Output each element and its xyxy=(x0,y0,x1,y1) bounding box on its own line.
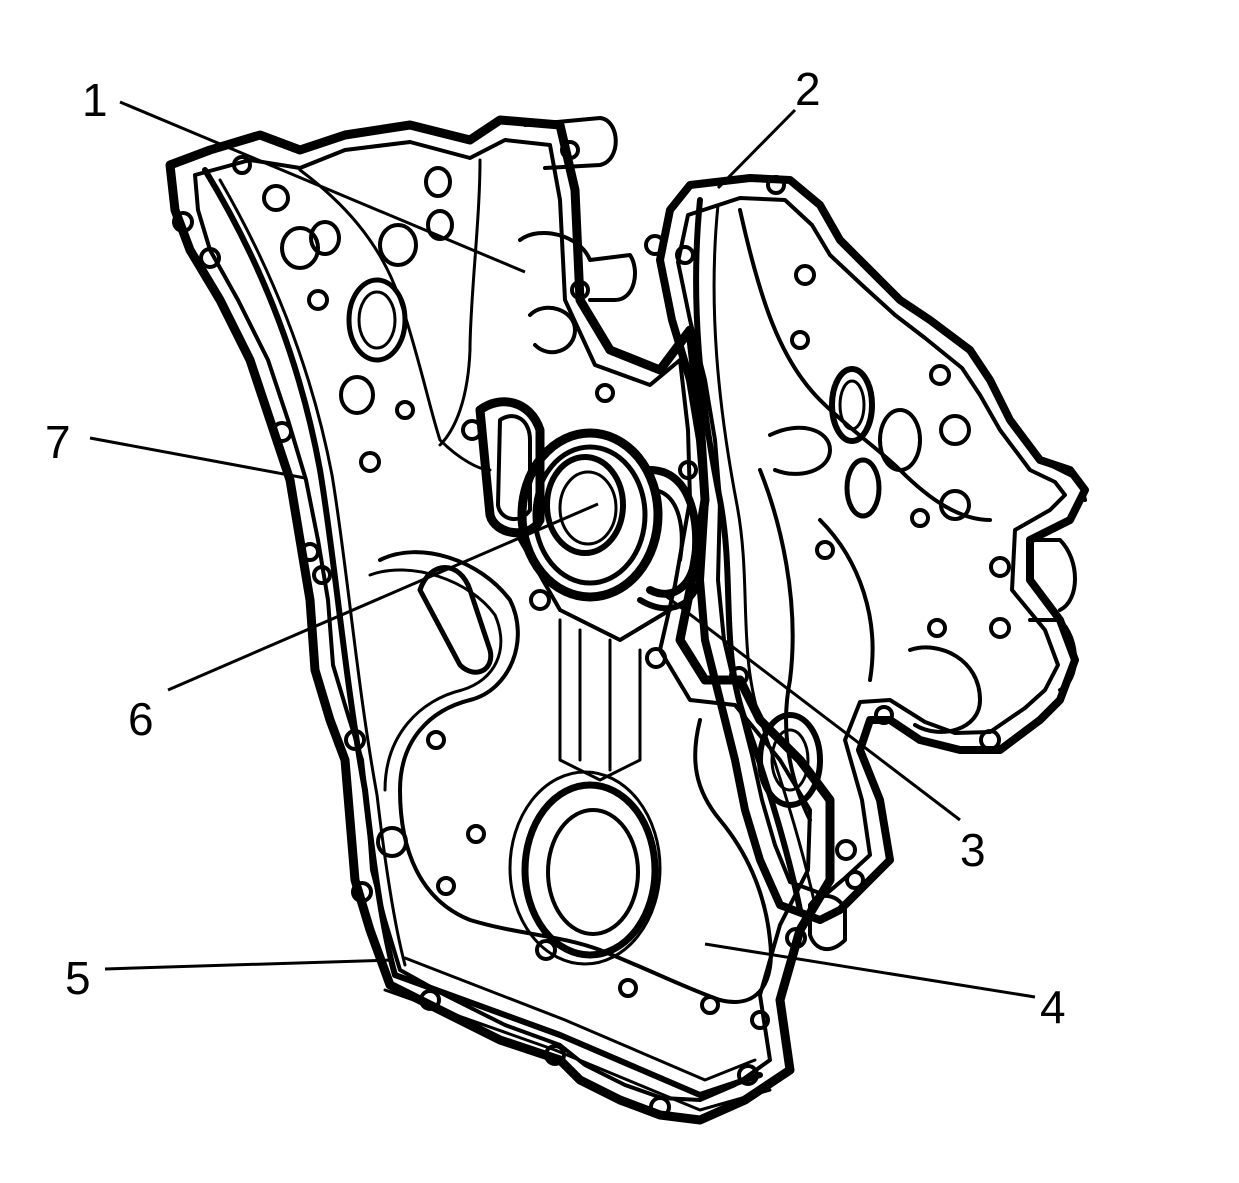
leader-5 xyxy=(104,958,393,971)
callout-7: 7 xyxy=(45,416,71,468)
leader-6 xyxy=(167,502,599,692)
callout-6: 6 xyxy=(128,693,154,745)
bolt-holes xyxy=(172,140,770,1118)
water-pump-assembly xyxy=(475,397,703,612)
leader-2 xyxy=(716,108,797,190)
leader-lines xyxy=(89,100,1036,999)
leader-7 xyxy=(89,436,306,480)
callout-3: 3 xyxy=(960,824,986,876)
callout-labels: 1 2 3 4 5 6 7 xyxy=(45,63,1066,1033)
callout-4: 4 xyxy=(1040,981,1066,1033)
leader-4 xyxy=(704,942,1036,999)
rear-cover-drawing xyxy=(644,174,1089,951)
callout-2: 2 xyxy=(795,63,821,115)
leader-3 xyxy=(657,588,961,822)
callout-5: 5 xyxy=(65,952,91,1004)
callout-1: 1 xyxy=(82,74,108,126)
leader-1 xyxy=(119,100,526,274)
